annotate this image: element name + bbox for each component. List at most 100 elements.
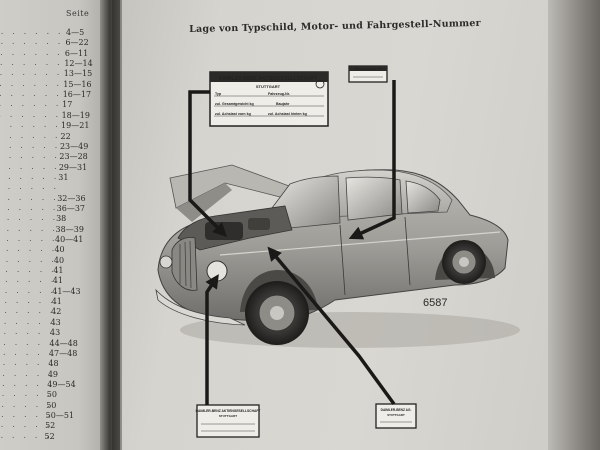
toc-leader-dots: . . . . . . — [0, 183, 59, 192]
toc-leader-dots: . . . . . . — [0, 162, 59, 171]
toc-page-number: 38 — [56, 214, 67, 224]
toc-page-number: 38—39 — [55, 224, 84, 234]
toc-row: . . . . . .16—17 — [0, 90, 108, 100]
toc-page-number: 12—14 — [64, 59, 93, 69]
toc-page-number: 22 — [60, 131, 71, 141]
toc-page-number: 43 — [50, 317, 61, 327]
toc-leader-dots: . . . . . . — [0, 214, 58, 223]
typschild-row1-right: Fahrzeug-Nr. — [268, 92, 290, 96]
toc-row: . . . . . .18—19 — [0, 111, 108, 121]
typschild-row2-left: zul. Gesamtgewicht kg — [215, 102, 254, 106]
toc-leader-dots: . . . . . . — [0, 328, 55, 337]
typschild-plate: DAIMLER-BENZ AKTIENGESELLSCHAFT STUTTGAR… — [209, 71, 329, 127]
toc-page-number: 41 — [51, 297, 62, 307]
toc-leader-dots: . . . . . . — [0, 255, 57, 264]
toc-row: . . . . . .40—41 — [0, 235, 108, 245]
toc-page-number: 41 — [52, 276, 63, 286]
toc-row: . . . . . .50 — [0, 390, 108, 400]
toc-page-number: 52 — [45, 421, 56, 431]
toc-page-number: 15—16 — [63, 79, 92, 89]
toc-page-number: 50 — [46, 400, 57, 410]
toc-row: . . . . . .38—39 — [0, 225, 108, 235]
toc-row: . . . . . .4—5 — [0, 28, 108, 38]
toc-page-number: 44—48 — [49, 338, 78, 348]
toc-leader-dots: . . . . . . — [0, 286, 56, 295]
toc-leader-dots: . . . . . . — [0, 421, 52, 430]
figure-number: 6587 — [423, 297, 448, 309]
toc-leader-dots: . . . . . . — [0, 79, 62, 88]
typschild-row2-right: Baujahr — [276, 102, 290, 106]
arrow-motor-left — [205, 274, 219, 405]
toc-row: . . . . . .42 — [0, 307, 108, 317]
toc-leader-dots: . . . . . . — [0, 59, 62, 68]
toc-leader-dots: . . . . . . — [0, 390, 53, 399]
toc-page-number: 47—48 — [48, 348, 78, 358]
toc-row: . . . . . .6—22 — [0, 38, 108, 48]
toc-page-number: 48 — [48, 359, 59, 369]
toc-row: . . . . . .36—37 — [0, 204, 108, 214]
toc-leader-dots: . . . . . . — [0, 121, 61, 130]
toc-leader-dots: . . . . . . — [0, 235, 57, 243]
toc-row: . . . . . .31 — [0, 173, 108, 183]
toc-page-number: 23—49 — [59, 141, 89, 151]
toc-row: . . . . . .40 — [0, 256, 108, 266]
toc-leader-dots: . . . . . . — [0, 379, 53, 388]
toc-row: . . . . . .6—11 — [0, 49, 108, 59]
typschild-city: STUTTGART — [256, 84, 281, 89]
toc-row: . . . . . .48 — [0, 359, 108, 369]
toc-leader-dots: . . . . . . — [0, 141, 60, 150]
toc-leader-dots: . . . . . . — [0, 317, 55, 326]
toc-row: . . . . . .50 — [0, 401, 108, 411]
toc-page-number: 29—31 — [58, 162, 88, 172]
toc-row: . . . . . .41 — [0, 276, 108, 286]
toc-leader-dots: . . . . . . — [0, 193, 59, 202]
toc-leader-dots: . . . . . . — [0, 400, 53, 409]
toc-leader-dots: . . . . . . — [0, 69, 62, 78]
toc-page-number: 6—11 — [64, 48, 89, 58]
toc-leader-dots: . . . . . . — [0, 38, 63, 47]
pointer-arrows — [188, 80, 396, 406]
toc-page-number: 6—22 — [65, 38, 89, 48]
toc-row: . . . . . .52 — [0, 421, 108, 431]
toc-leader-dots: . . . . . . — [0, 90, 62, 99]
toc-leader-dots: . . . . . . — [0, 245, 57, 254]
toc-row: . . . . . .29—31 — [0, 163, 108, 173]
toc-leader-dots: . . . . . . — [0, 131, 60, 140]
motor-left-maker: DAIMLER-BENZ AKTIENGESELLSCHAFT — [196, 409, 261, 413]
toc-header: Seite — [66, 9, 90, 18]
toc-leader-dots: . . . . . . — [0, 307, 55, 316]
motor-plate-right: DAIMLER-BENZ AG. STUTTGART — [375, 403, 417, 429]
toc-row: . . . . . .40 — [0, 245, 108, 255]
toc-page-number: 41—43 — [52, 286, 81, 296]
toc-leader-dots: . . . . . . — [0, 172, 59, 181]
typschild-maker: DAIMLER-BENZ AKTIENGESELLSCHAFT — [219, 76, 317, 82]
toc-page-number: 36—37 — [56, 203, 85, 213]
toc-leader-dots: . . . . . . — [0, 348, 54, 357]
toc-leader-dots: . . . . . . — [0, 203, 58, 212]
left-page — [0, 0, 112, 450]
toc-page-number: 31 — [58, 172, 69, 182]
toc-page-number: 49 — [47, 369, 59, 379]
toc-row: . . . . . .43 — [0, 328, 108, 338]
toc-row: . . . . . . — [0, 183, 108, 193]
motor-plate-left: DAIMLER-BENZ AKTIENGESELLSCHAFT STUTTGAR… — [196, 404, 261, 438]
toc-leader-dots: . . . . . . — [0, 224, 58, 233]
arrow-fahrgestell — [348, 80, 396, 240]
toc-page-number: 43 — [50, 328, 61, 338]
toc-page-number: 17 — [62, 100, 73, 110]
toc-row: . . . . . .52 — [0, 432, 108, 442]
toc-row: . . . . . .22 — [0, 132, 108, 142]
rear-wheel — [442, 240, 486, 284]
arrow-typschild — [188, 90, 227, 237]
toc-page-number: 16—17 — [62, 90, 92, 100]
toc-leader-dots: . . . . . . — [0, 152, 60, 161]
toc-page-number: 23—28 — [59, 152, 88, 162]
toc-row: . . . . . .15—16 — [0, 80, 108, 90]
toc-row: . . . . . .50—51 — [0, 411, 108, 421]
toc-row: . . . . . .38 — [0, 214, 108, 224]
toc-page-number: 40 — [54, 245, 65, 255]
fahrgestell-maker: DAIMLER-BENZ AG — [354, 67, 383, 71]
page-edge-shadow — [548, 0, 600, 450]
toc-page-number: 52 — [44, 431, 55, 441]
